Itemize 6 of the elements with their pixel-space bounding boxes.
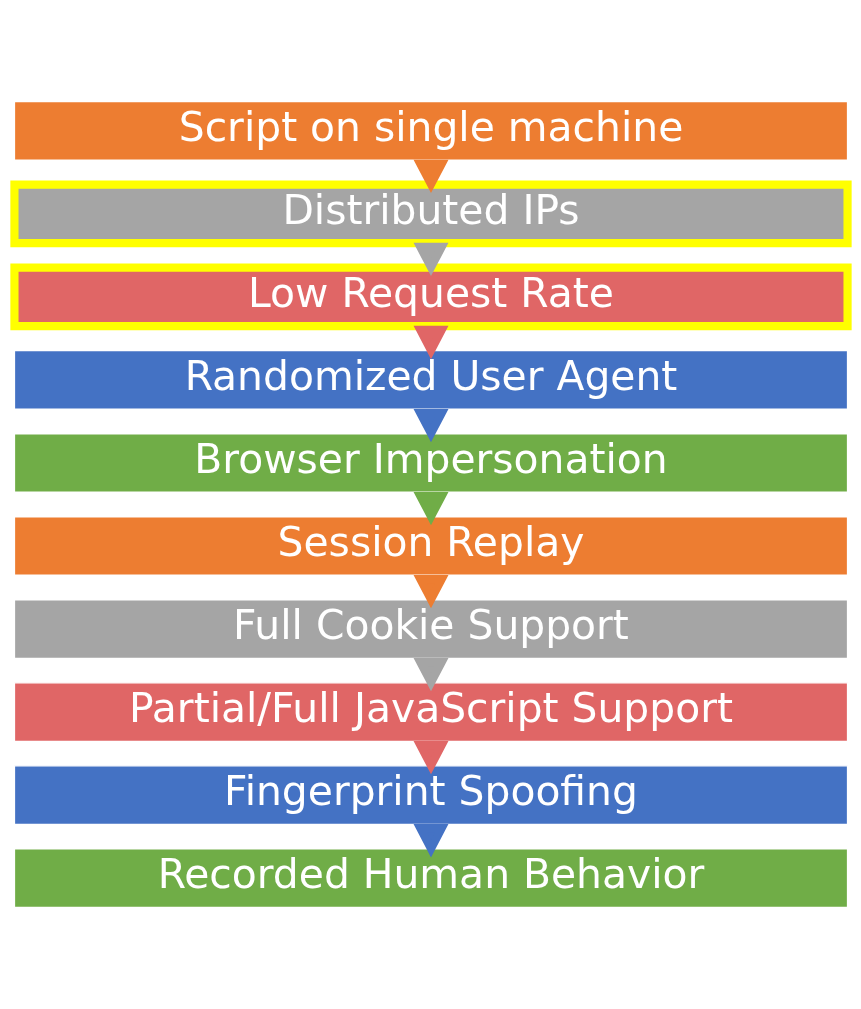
node-box: Browser Impersonation xyxy=(13,433,848,493)
node-box: Randomized User Agent xyxy=(13,350,848,410)
node-box: Script on single machine xyxy=(13,100,848,161)
node-box: Session Replay xyxy=(13,516,848,576)
node-box: Recorded Human Behavior xyxy=(13,848,848,909)
node-box: Full Cookie Support xyxy=(13,599,848,659)
